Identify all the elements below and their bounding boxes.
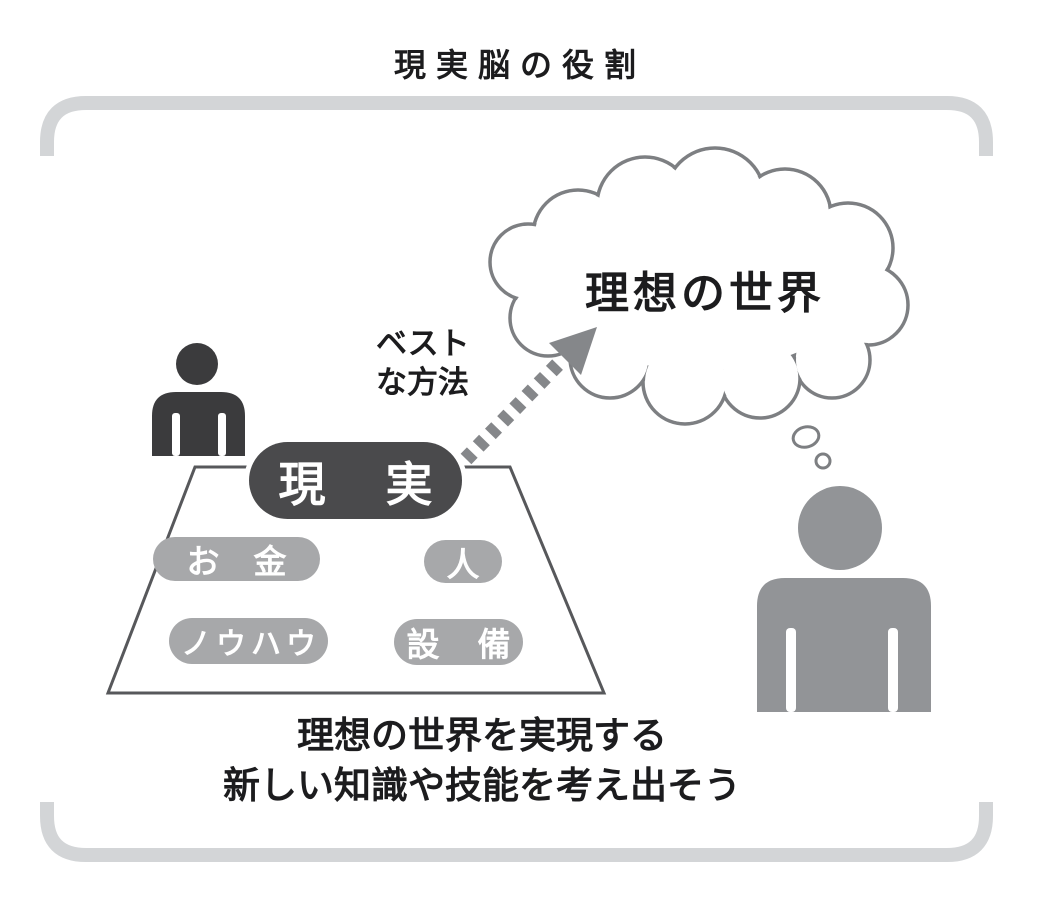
frame-top-bracket — [40, 96, 993, 156]
resource-pill-money-label: お金 — [186, 543, 321, 580]
thought-bubble-label: 理想の世界 — [585, 269, 825, 318]
resource-pill-money: お金 — [153, 537, 320, 581]
reality-pill: 現実 — [249, 442, 462, 519]
resource-pill-equipment-label: 設備 — [406, 626, 549, 663]
best-method-label: ベスト な方法 — [376, 326, 470, 401]
resource-pill-equipment: 設備 — [394, 619, 523, 665]
dashed-arrow-shaft — [460, 353, 569, 465]
bottom-caption: 理想の世界を実現する 新しい知識や技能を考え出そう — [223, 715, 741, 806]
resource-pill-knowhow-label: ノウハウ — [181, 628, 321, 661]
thought-bubble-tail — [791, 425, 832, 470]
resource-pill-people-label: 人 — [446, 545, 480, 583]
frame-bottom-bracket — [40, 802, 993, 862]
person-left-icon — [152, 343, 245, 456]
resource-pill-knowhow: ノウハウ — [169, 618, 328, 664]
dashed-arrow — [460, 327, 597, 465]
dashed-arrow-head — [549, 327, 597, 375]
page-title: 現実脳の役割 — [393, 47, 646, 83]
resource-pill-people: 人 — [424, 540, 502, 583]
reality-pill-label: 現実 — [278, 458, 493, 511]
person-right-icon — [757, 486, 931, 712]
